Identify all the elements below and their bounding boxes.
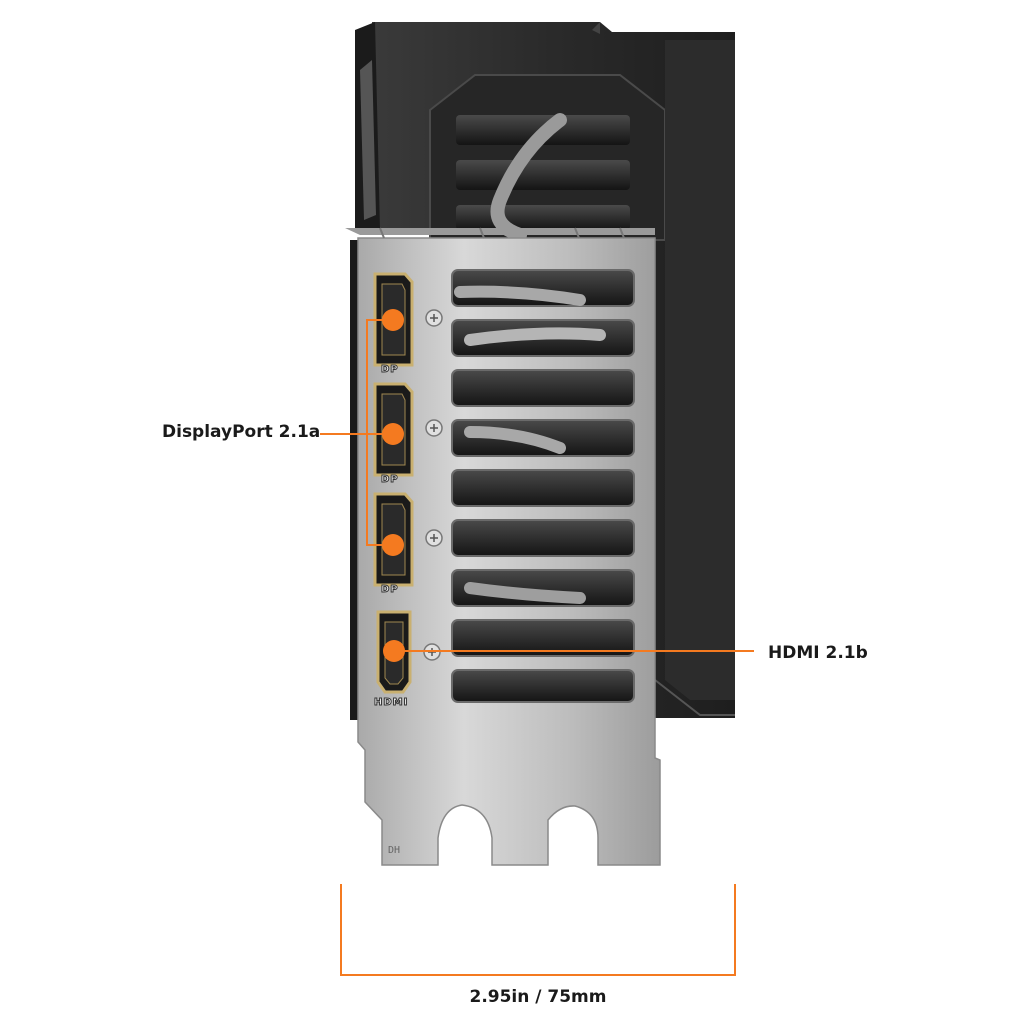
bracket-marking: DH [388, 845, 401, 856]
port-label: HDMI [373, 697, 409, 709]
width-dimension [340, 884, 736, 976]
screw-icon [425, 529, 443, 547]
displayport-label: DisplayPort 2.1a [162, 422, 321, 442]
displayport-marker [382, 534, 404, 556]
hdmi-marker [383, 640, 405, 662]
hdmi-label: HDMI 2.1b [768, 643, 868, 663]
hdmi-callout [383, 640, 754, 662]
displayport-callout [320, 309, 404, 556]
card-shroud [350, 22, 735, 720]
port-label: DP [381, 364, 399, 376]
screw-icon [425, 419, 443, 437]
bracket-screws [423, 309, 443, 661]
bracket-vents [451, 269, 635, 703]
displayport-marker [382, 309, 404, 331]
port-label: DP [381, 474, 399, 486]
width-dimension-label: 2.95in / 75mm [469, 987, 607, 1007]
screw-icon [425, 309, 443, 327]
displayport-marker [382, 423, 404, 445]
port-label: DP [381, 584, 399, 596]
